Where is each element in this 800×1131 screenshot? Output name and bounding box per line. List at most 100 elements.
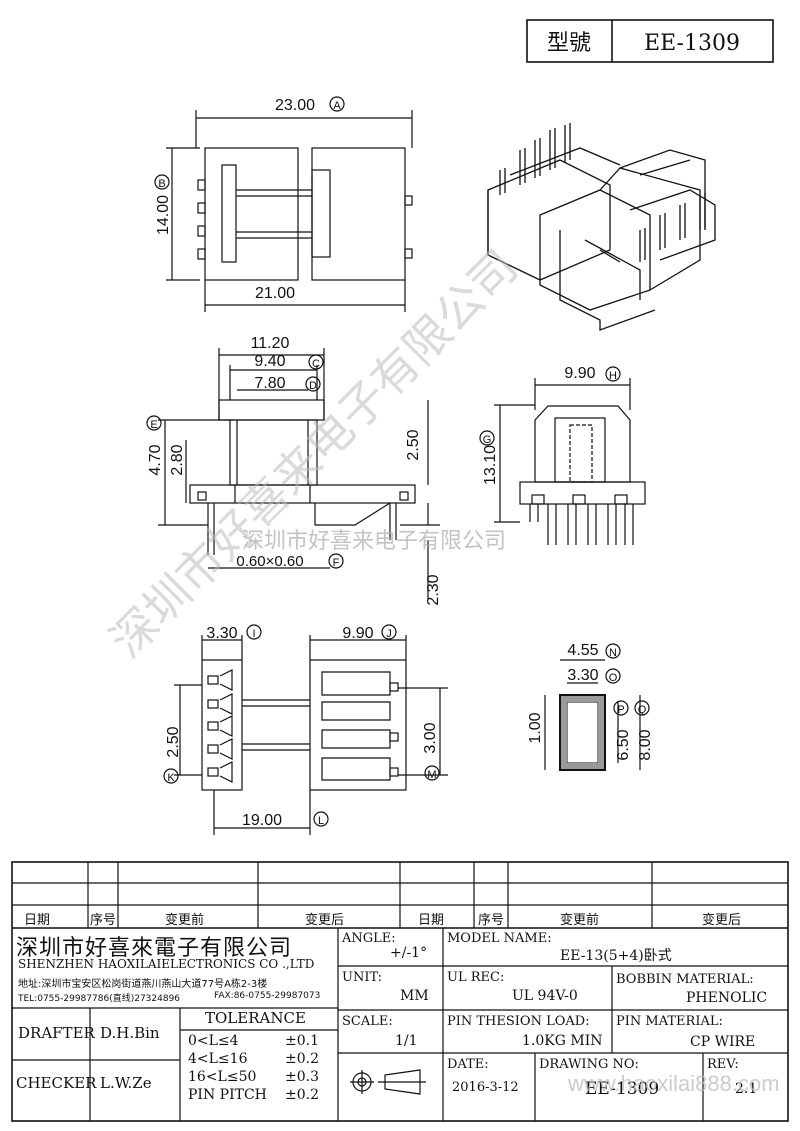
company-tel: TEL:0755-29987786(直线)27324896 [18, 994, 181, 1004]
tol-range-2: 4<L≤16 [188, 1051, 248, 1067]
dim-l-value: 19.00 [242, 812, 282, 829]
unit-value: MM [400, 988, 429, 1004]
isometric-view [487, 123, 716, 331]
dim-b-tag: B [158, 178, 165, 190]
rev-date-header: 日期 [24, 913, 51, 928]
dim-p-value: 6.50 [615, 729, 632, 760]
rev-before-header: 变更前 [165, 913, 205, 928]
pin-material-label: PIN MATERIAL: [616, 1014, 723, 1029]
tol-range-4: PIN PITCH [188, 1087, 267, 1103]
top-view: 23.00 A 14.00 B 21.00 [154, 96, 413, 312]
dim-a-tag: A [333, 100, 341, 112]
dim-c-value: 9.40 [254, 353, 285, 370]
dim-d-value: 7.80 [254, 375, 285, 392]
checker-label: CHECKER [16, 1074, 97, 1092]
dim-b-value: 14.00 [155, 195, 172, 235]
dim-o-value: 3.30 [567, 667, 598, 684]
dim-e-value: 4.70 [147, 444, 164, 475]
angle-label: ANGLE: [342, 931, 396, 946]
tol-range-1: 0<L≤4 [188, 1033, 239, 1049]
model-name-label: MODEL NAME: [447, 931, 552, 946]
pin-load-label: PIN THESION LOAD: [447, 1014, 590, 1029]
dim-d-tag: D [309, 380, 317, 392]
tol-range-3: 16<L≤50 [188, 1069, 257, 1085]
dim-100-value: 1.00 [527, 712, 544, 743]
company-name-cn: 深圳市好喜來電子有限公司 [16, 936, 293, 961]
ul-rec-label: UL REC: [447, 970, 505, 985]
tol-value-1: ±0.1 [285, 1033, 319, 1049]
tolerance-title: TOLERANCE [205, 1009, 306, 1027]
pin-material-value: CP WIRE [690, 1034, 756, 1050]
dim-a-value: 23.00 [275, 97, 315, 114]
dim-q-tag: Q [638, 704, 647, 716]
model-name-value: EE-13(5+4)卧式 [560, 948, 672, 964]
dim-n-value: 4.55 [567, 642, 598, 659]
dim-m-value: 3.00 [422, 722, 439, 753]
dim-280-value: 2.80 [169, 444, 186, 475]
drawing-no-label: DRAWING NO: [539, 1057, 639, 1072]
model-box: 型號 EE-1309 [526, 19, 774, 63]
rev-no-header: 序号 [90, 913, 117, 928]
dim-q-value: 8.00 [637, 729, 654, 760]
cross-section-view: 4.55 N 3.30 O 1.00 6.50 P 8.00 Q [527, 642, 654, 771]
dim-i-tag: I [252, 628, 255, 640]
tol-value-4: ±0.2 [285, 1087, 319, 1103]
company-address: 地址:深圳市宝安区松岗街道燕川燕山大道77号A栋2-3楼 [18, 979, 268, 990]
dim-f-tag: F [333, 557, 340, 569]
model-box-label: 型號 [547, 31, 591, 56]
angle-value: +/-1° [390, 945, 428, 961]
rev-value: 2.1 [735, 1081, 758, 1097]
company-name-en: SHENZHEN HAOXILAIELECTRONICS CO .,LTD [18, 957, 315, 971]
front-view: 11.20 9.40 C 7.80 D 4.70 E 2.80 [146, 335, 442, 606]
pin-load-value: 1.0KG MIN [522, 1033, 603, 1049]
unit-label: UNIT: [342, 970, 383, 985]
tol-value-3: ±0.3 [285, 1069, 319, 1085]
tol-value-2: ±0.2 [285, 1051, 319, 1067]
dim-c-tag: C [312, 358, 320, 370]
date-label: DATE: [447, 1057, 489, 1072]
dim-j-tag: J [386, 628, 392, 640]
model-box-value: EE-1309 [644, 31, 740, 56]
dim-230-value: 2.30 [425, 574, 442, 605]
dim-i-value: 3.30 [206, 625, 237, 642]
technical-drawing: 型號 EE-1309 23.00 A 14.00 B [100, 19, 774, 835]
dim-k-tag: K [167, 772, 175, 784]
dim-250-value: 2.50 [405, 429, 422, 460]
bobbin-material-value: PHENOLIC [686, 990, 768, 1006]
dim-p-tag: P [617, 704, 624, 716]
dim-m-tag: M [427, 769, 436, 781]
rev-date2-header: 日期 [418, 913, 445, 928]
company-fax: FAX:86-0755-29987073 [214, 991, 321, 1001]
dim-1120-value: 11.20 [251, 335, 290, 352]
dim-h-tag: H [609, 370, 617, 382]
ul-rec-value: UL 94V-0 [512, 988, 578, 1004]
dim-f-value: 0.60×0.60 [236, 553, 303, 570]
date-value: 2016-3-12 [452, 1080, 519, 1095]
rev-label: REV: [707, 1057, 739, 1072]
dim-h-value: 9.90 [564, 365, 595, 382]
scale-value: 1/1 [395, 1033, 418, 1049]
side-view: 9.90 H 13.10 G [479, 365, 646, 545]
rev-no2-header: 序号 [478, 913, 505, 928]
dim-g-tag: G [483, 434, 492, 446]
watermark-horizontal: 深圳市好喜来电子有限公司 [242, 529, 506, 554]
dim-l-tag: L [318, 815, 324, 827]
watermark-url: www.haoxilai888.com [568, 1071, 780, 1096]
rev-after-header: 变更后 [305, 913, 345, 928]
rev-before2-header: 变更前 [560, 913, 600, 928]
dim-21-value: 21.00 [255, 285, 295, 302]
scale-label: SCALE: [342, 1014, 393, 1029]
checker-value: L.W.Ze [100, 1074, 152, 1092]
bottom-view: 3.30 I 9.90 J 2.50 K [163, 624, 448, 835]
bobbin-material-label: BOBBIN MATERIAL: [616, 972, 754, 987]
dim-k-value: 2.50 [165, 726, 182, 757]
rev-after2-header: 变更后 [702, 913, 742, 928]
dim-e-tag: E [150, 419, 157, 431]
drafter-value: D.H.Bin [100, 1024, 160, 1042]
drafter-label: DRAFTER [18, 1024, 95, 1042]
dim-o-tag: O [609, 672, 618, 684]
drawing-no-value: EE-1309 [585, 1079, 660, 1099]
dim-j-value: 9.90 [342, 625, 373, 642]
dim-g-value: 13.10 [482, 445, 499, 485]
dim-n-tag: N [609, 647, 617, 659]
